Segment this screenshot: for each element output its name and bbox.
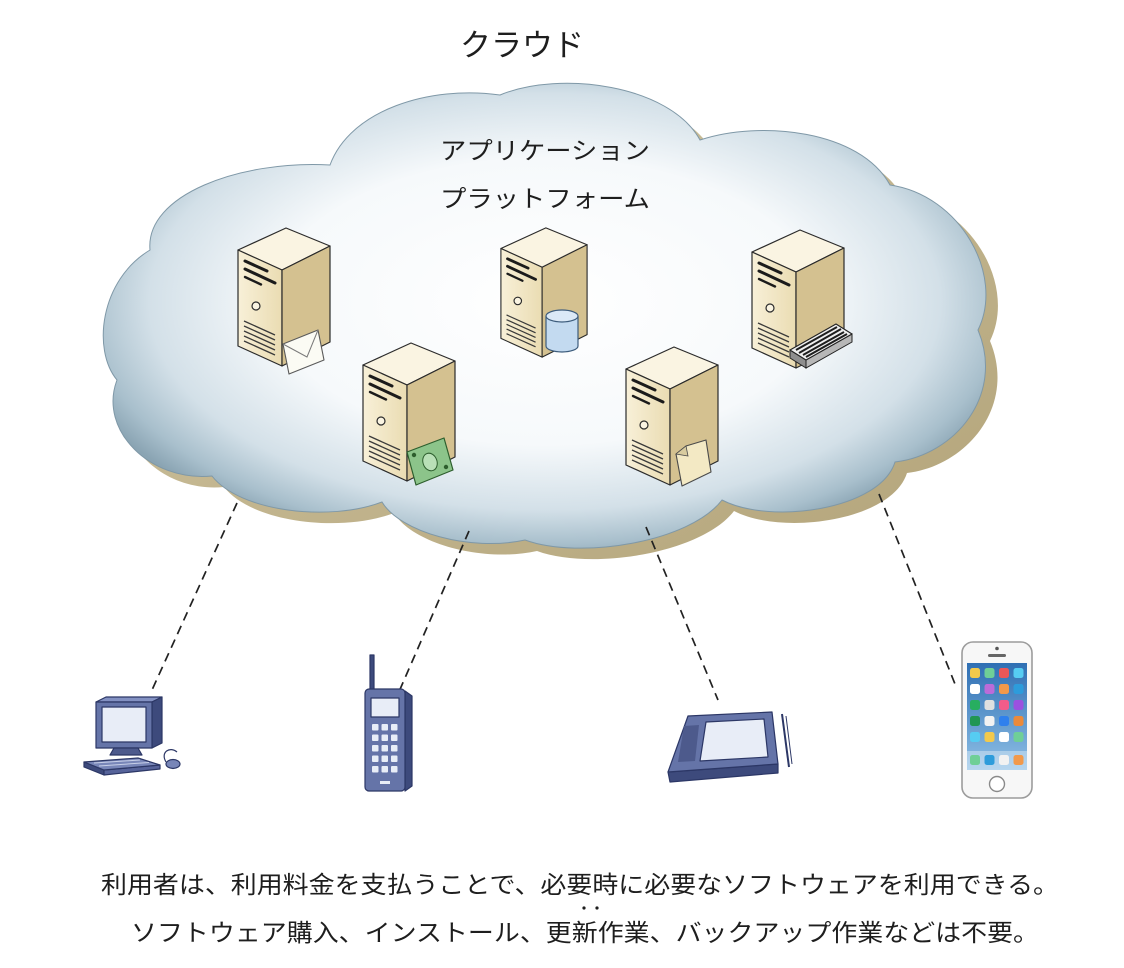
- smartphone-icon: [961, 641, 1033, 799]
- app-icon: [999, 668, 1009, 678]
- monitor-top: [95, 696, 163, 703]
- stylus-highlight: [785, 715, 793, 765]
- app-icon: [984, 668, 995, 678]
- app-icon: [984, 716, 995, 726]
- keypad-key: [391, 745, 398, 752]
- caption-line-2: ソフトウェア購入、インストール、更新作業、バックアップ作業などは不要。: [131, 919, 1039, 947]
- keypad-key: [381, 734, 388, 741]
- keypad-key: [391, 755, 398, 762]
- app-icon: [970, 684, 980, 694]
- app-icon: [1013, 716, 1024, 726]
- phone-display: [370, 697, 400, 718]
- smartphone-dock: [967, 751, 1027, 770]
- bill-corner-mark: [411, 452, 417, 458]
- phone-keypad: [372, 724, 398, 773]
- cloud-layer-platform: プラットフォーム: [440, 185, 650, 213]
- phone-mic: [380, 781, 390, 784]
- server-database: [499, 226, 589, 359]
- app-icon: [999, 732, 1009, 742]
- server-keyboard: [750, 228, 853, 370]
- front-camera: [995, 646, 999, 651]
- keypad-key: [381, 724, 388, 731]
- database-top: [545, 309, 579, 323]
- keypad-key: [372, 734, 379, 741]
- connectors: [151, 493, 956, 701]
- bill-emblem: [422, 452, 438, 472]
- phone-antenna: [369, 654, 375, 692]
- app-icon: [984, 700, 995, 710]
- earpiece: [988, 654, 1006, 657]
- emphasis-dot: [582, 906, 586, 910]
- desktop-computer-icon: [83, 696, 181, 776]
- mouse-cord: [163, 749, 178, 763]
- connector-line: [878, 493, 956, 685]
- monitor-stand: [109, 747, 143, 756]
- mouse: [165, 758, 181, 770]
- app-icon: [999, 716, 1009, 726]
- monitor-screen: [101, 706, 147, 743]
- monitor-side: [151, 696, 163, 749]
- money-bill-icon: [406, 437, 454, 486]
- server-mail: [236, 226, 332, 375]
- server-payment: [361, 341, 457, 486]
- app-icon: [970, 668, 980, 678]
- keypad-key: [381, 745, 388, 752]
- keypad-key: [391, 734, 398, 741]
- cloud: アプリケーション プラットフォーム: [102, 82, 998, 560]
- caption-line-1: 利用者は、利用料金を支払うことで、必要時に必要なソフトウェアを利用できる。: [101, 871, 1059, 899]
- keypad-key: [381, 766, 388, 773]
- keypad-key: [372, 755, 379, 762]
- keypad-key: [372, 724, 379, 731]
- phone-side: [404, 690, 413, 792]
- app-icon: [1013, 684, 1024, 694]
- connector-line: [397, 530, 470, 695]
- keyboard-key-row: [93, 759, 141, 764]
- keyboard-icon: [789, 323, 853, 369]
- bill-corner-mark: [443, 464, 449, 470]
- connector-line: [151, 502, 238, 691]
- keypad-key: [391, 766, 398, 773]
- emphasis-dots: [582, 906, 599, 910]
- dock-app-icon: [984, 755, 995, 765]
- keypad-key: [381, 755, 388, 762]
- keyboard-keys: [795, 326, 848, 358]
- app-icon: [999, 684, 1009, 694]
- envelope-icon: [282, 329, 325, 375]
- server-document: [624, 345, 720, 487]
- envelope-flap: [282, 329, 319, 358]
- pda-tablet-icon: [667, 711, 793, 783]
- document-fold: [675, 445, 689, 457]
- app-grid: [970, 668, 1024, 765]
- database-icon: [545, 309, 579, 353]
- app-icon: [984, 684, 995, 694]
- stylus: [781, 713, 790, 768]
- mobile-phone-icon: [364, 654, 413, 792]
- keypad-key: [391, 724, 398, 731]
- diagram-title: クラウド: [460, 28, 584, 64]
- emphasis-dot: [595, 906, 599, 910]
- app-icon: [984, 732, 995, 742]
- dock-app-icon: [1013, 755, 1024, 765]
- pda-panel: [678, 725, 699, 762]
- app-icon: [970, 700, 980, 710]
- app-icon: [970, 716, 980, 726]
- app-icon: [970, 732, 980, 742]
- cloud-layer-application: アプリケーション: [440, 137, 650, 165]
- connector-line: [645, 526, 719, 701]
- pda-screen: [699, 718, 769, 762]
- keypad-key: [372, 745, 379, 752]
- dock-app-icon: [999, 755, 1009, 765]
- app-icon: [999, 700, 1009, 710]
- document-icon: [675, 439, 712, 487]
- keypad-key: [372, 766, 379, 773]
- database-body: [545, 316, 579, 353]
- app-icon: [1013, 732, 1024, 742]
- home-button: [988, 775, 1006, 793]
- app-icon: [1013, 700, 1024, 710]
- keyboard-top: [789, 323, 853, 361]
- keyboard-key-row: [98, 762, 150, 767]
- dock-app-icon: [970, 755, 980, 765]
- app-icon: [1013, 668, 1024, 678]
